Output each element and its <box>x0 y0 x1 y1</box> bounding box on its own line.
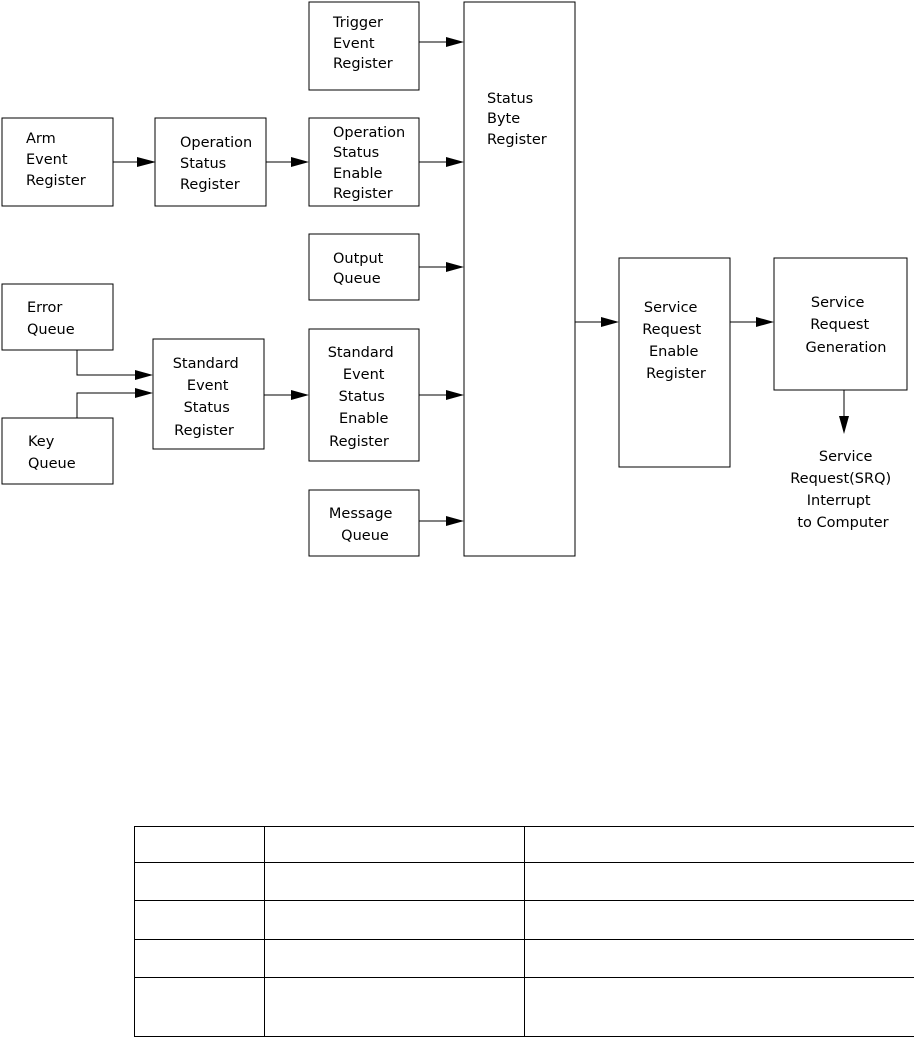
trigger-event-register-label: Trigger Event Register <box>332 15 393 72</box>
service-request-generation-label: Service Request Generation <box>806 295 887 356</box>
arrowhead <box>291 157 309 167</box>
output-queue-box <box>308 233 420 301</box>
empty-table <box>134 825 914 1038</box>
table-cell <box>134 862 265 902</box>
table-cell <box>264 976 525 1038</box>
table-cell <box>524 938 914 978</box>
status-system-diagram: Arm Event Register Operation Status Regi… <box>1 1 908 557</box>
table-cell <box>264 825 525 864</box>
operation-status-register-box <box>154 117 267 207</box>
message-queue-label: Message Queue <box>329 506 397 544</box>
table-row <box>134 825 914 864</box>
table-row <box>134 900 914 940</box>
standard-event-status-enable-register-label: Standard Event Status Enable Register <box>328 345 399 450</box>
srq-output-label: Service Request(SRQ) Interrupt to Comput… <box>790 449 896 531</box>
table-cell <box>524 862 914 902</box>
service-request-generation-box <box>773 257 908 391</box>
key-queue-label: Key Queue <box>28 434 76 472</box>
arrowhead <box>291 390 309 400</box>
error-queue-box <box>1 283 114 351</box>
arrowhead <box>601 317 619 327</box>
table-cell <box>134 938 265 978</box>
operation-status-register-label: Operation Status Register <box>180 135 257 193</box>
standard-event-status-register-label: Standard Event Status Register <box>173 356 244 439</box>
table-row <box>134 862 914 902</box>
key-queue-connector-line <box>76 392 135 418</box>
service-request-enable-register-label: Service Request Enable Register <box>642 300 706 382</box>
operation-status-enable-register-box <box>308 117 420 207</box>
arm-event-register-label: Arm Event Register <box>26 131 86 189</box>
status-byte-register-label: Status Byte Register <box>487 91 547 148</box>
table-cell <box>134 900 265 940</box>
error-queue-connector-line <box>76 350 135 376</box>
table-cell <box>524 976 914 1038</box>
arrowhead <box>446 516 464 526</box>
arm-event-register-box <box>1 117 114 207</box>
table-cell <box>524 900 914 940</box>
trigger-event-register-box <box>308 1 420 91</box>
table-cell <box>134 976 265 1038</box>
arrowhead <box>756 317 774 327</box>
arrowhead <box>446 390 464 400</box>
table-cell <box>134 825 265 864</box>
arrowhead <box>839 416 849 434</box>
key-queue-box <box>1 417 114 485</box>
table-cell <box>264 862 525 902</box>
arrowhead <box>135 370 153 380</box>
status-byte-register-box <box>463 1 576 557</box>
standard-event-status-enable-register-box <box>308 328 420 462</box>
error-queue-label: Error Queue <box>27 300 75 338</box>
table-row <box>134 976 914 1038</box>
output-queue-label: Output Queue <box>333 251 388 287</box>
operation-status-enable-register-label: Operation Status Enable Register <box>333 125 410 202</box>
table-cell <box>264 938 525 978</box>
arrowhead <box>135 388 153 398</box>
table-cell <box>264 900 525 940</box>
service-request-enable-register-box <box>618 257 731 468</box>
arrowhead <box>446 37 464 47</box>
standard-event-status-register-box <box>152 338 265 450</box>
table-row <box>134 938 914 978</box>
arrowhead <box>137 157 156 167</box>
table-cell <box>524 825 914 864</box>
message-queue-box <box>308 489 420 557</box>
arrowhead <box>446 157 464 167</box>
arrowhead <box>446 262 464 272</box>
